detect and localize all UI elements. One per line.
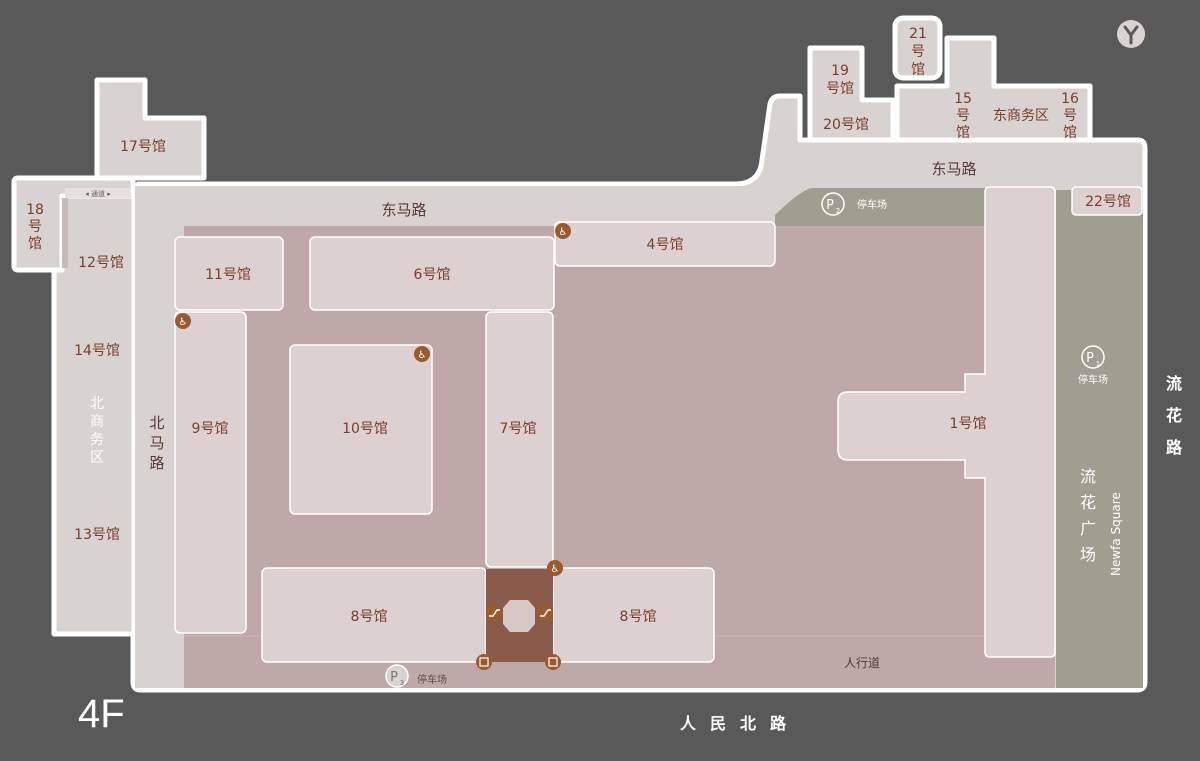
hall-10-block[interactable] <box>289 344 433 515</box>
venue-logo-icon <box>1117 20 1145 48</box>
hall-6-label[interactable]: 6号馆 <box>414 267 451 283</box>
stairs-icon[interactable] <box>476 654 492 670</box>
hall-1-block[interactable] <box>837 186 1056 658</box>
svg-text:2: 2 <box>836 207 840 215</box>
stairs-icon[interactable] <box>545 654 561 670</box>
hall-11-label[interactable]: 11号馆 <box>205 267 251 283</box>
restroom-icon[interactable]: ♿ <box>414 346 430 362</box>
sidewalk-label: 人行道 <box>844 656 880 670</box>
hall-10-label[interactable]: 10号馆 <box>342 421 388 437</box>
hall-21-block <box>892 15 943 81</box>
hall-13-label[interactable]: 13号馆 <box>74 527 120 543</box>
passage-strip <box>65 188 131 198</box>
north-business-zone-label: 北商务区 <box>90 396 104 466</box>
escalator-icon[interactable] <box>486 605 502 621</box>
hall-4-label[interactable]: 4号馆 <box>647 237 684 253</box>
parking-p1-label: 停车场 <box>1078 373 1108 386</box>
hall-17-block <box>94 77 207 181</box>
hall-12-label[interactable]: 12号馆 <box>78 255 124 271</box>
hall-17-label[interactable]: 17号馆 <box>120 139 166 155</box>
svg-text:♿: ♿ <box>559 227 568 238</box>
hall-7-block[interactable] <box>485 311 554 568</box>
svg-text:♿: ♿ <box>179 317 188 328</box>
hall-7-label[interactable]: 7号馆 <box>500 421 537 437</box>
svg-text:1: 1 <box>1096 360 1100 368</box>
hall-6-block[interactable] <box>309 236 555 311</box>
parking-p1[interactable]: P 1 停车场 <box>1078 345 1108 386</box>
hall-8a-label[interactable]: 8号馆 <box>351 609 388 625</box>
newfa-square <box>1056 190 1143 688</box>
svg-text:♿: ♿ <box>418 350 427 361</box>
passage-label: ◂ 通道 ▸ <box>85 189 111 198</box>
east-business-zone-label: 东商务区 <box>993 108 1049 124</box>
dongma-road-lower-label: 东马路 <box>381 201 426 219</box>
newfa-square-cn-label: 流花广场 <box>1080 467 1096 564</box>
hall-22-block[interactable] <box>1071 186 1143 216</box>
dongma-road-upper-label: 东马路 <box>931 160 976 178</box>
svg-text:3: 3 <box>400 679 404 687</box>
parking-icon <box>821 192 845 216</box>
svg-text:P: P <box>826 198 834 213</box>
beima-road-label: 北马路 <box>149 414 164 472</box>
floor-label: 4F <box>78 692 125 736</box>
hall-4-block[interactable] <box>554 221 776 267</box>
restroom-icon[interactable]: ♿ <box>555 223 571 239</box>
south-street-label: 人民北路 <box>680 714 801 733</box>
parking-p3-label: 停车场 <box>417 673 447 686</box>
hall-8b-label[interactable]: 8号馆 <box>620 609 657 625</box>
north-zone-tail <box>62 198 68 268</box>
hall-22-label[interactable]: 22号馆 <box>1085 194 1131 210</box>
hall-19-20-block <box>807 45 896 143</box>
svg-text:P: P <box>1086 351 1094 366</box>
restroom-icon[interactable]: ♿ <box>547 560 563 576</box>
central-atrium <box>503 600 535 632</box>
hall-20-label[interactable]: 20号馆 <box>823 117 869 133</box>
parking-p2-label: 停车场 <box>857 198 887 211</box>
east-business-zone <box>894 35 1093 143</box>
hall-18-block <box>11 175 136 273</box>
svg-text:P: P <box>390 670 398 685</box>
dongma-road-lower <box>135 186 775 226</box>
escalator-icon[interactable] <box>537 605 553 621</box>
parking-p2[interactable]: P 2 停车场 <box>821 192 887 216</box>
hall-1-label[interactable]: 1号馆 <box>950 416 987 432</box>
parking-icon <box>1081 345 1105 369</box>
hall-14-label[interactable]: 14号馆 <box>74 343 120 359</box>
parking-strip-p2 <box>772 188 985 226</box>
hall-9-label[interactable]: 9号馆 <box>192 421 229 437</box>
hall-11-block[interactable] <box>174 236 284 311</box>
hall-9-block[interactable] <box>174 311 247 634</box>
newfa-square-en-label: Newfa Square <box>1109 492 1123 576</box>
parking-p3[interactable]: P 3 停车场 <box>385 664 447 688</box>
east-street-label: 流花路 <box>1165 374 1182 457</box>
svg-text:♿: ♿ <box>551 564 560 575</box>
parking-icon <box>385 664 409 688</box>
restroom-icon[interactable]: ♿ <box>175 313 191 329</box>
